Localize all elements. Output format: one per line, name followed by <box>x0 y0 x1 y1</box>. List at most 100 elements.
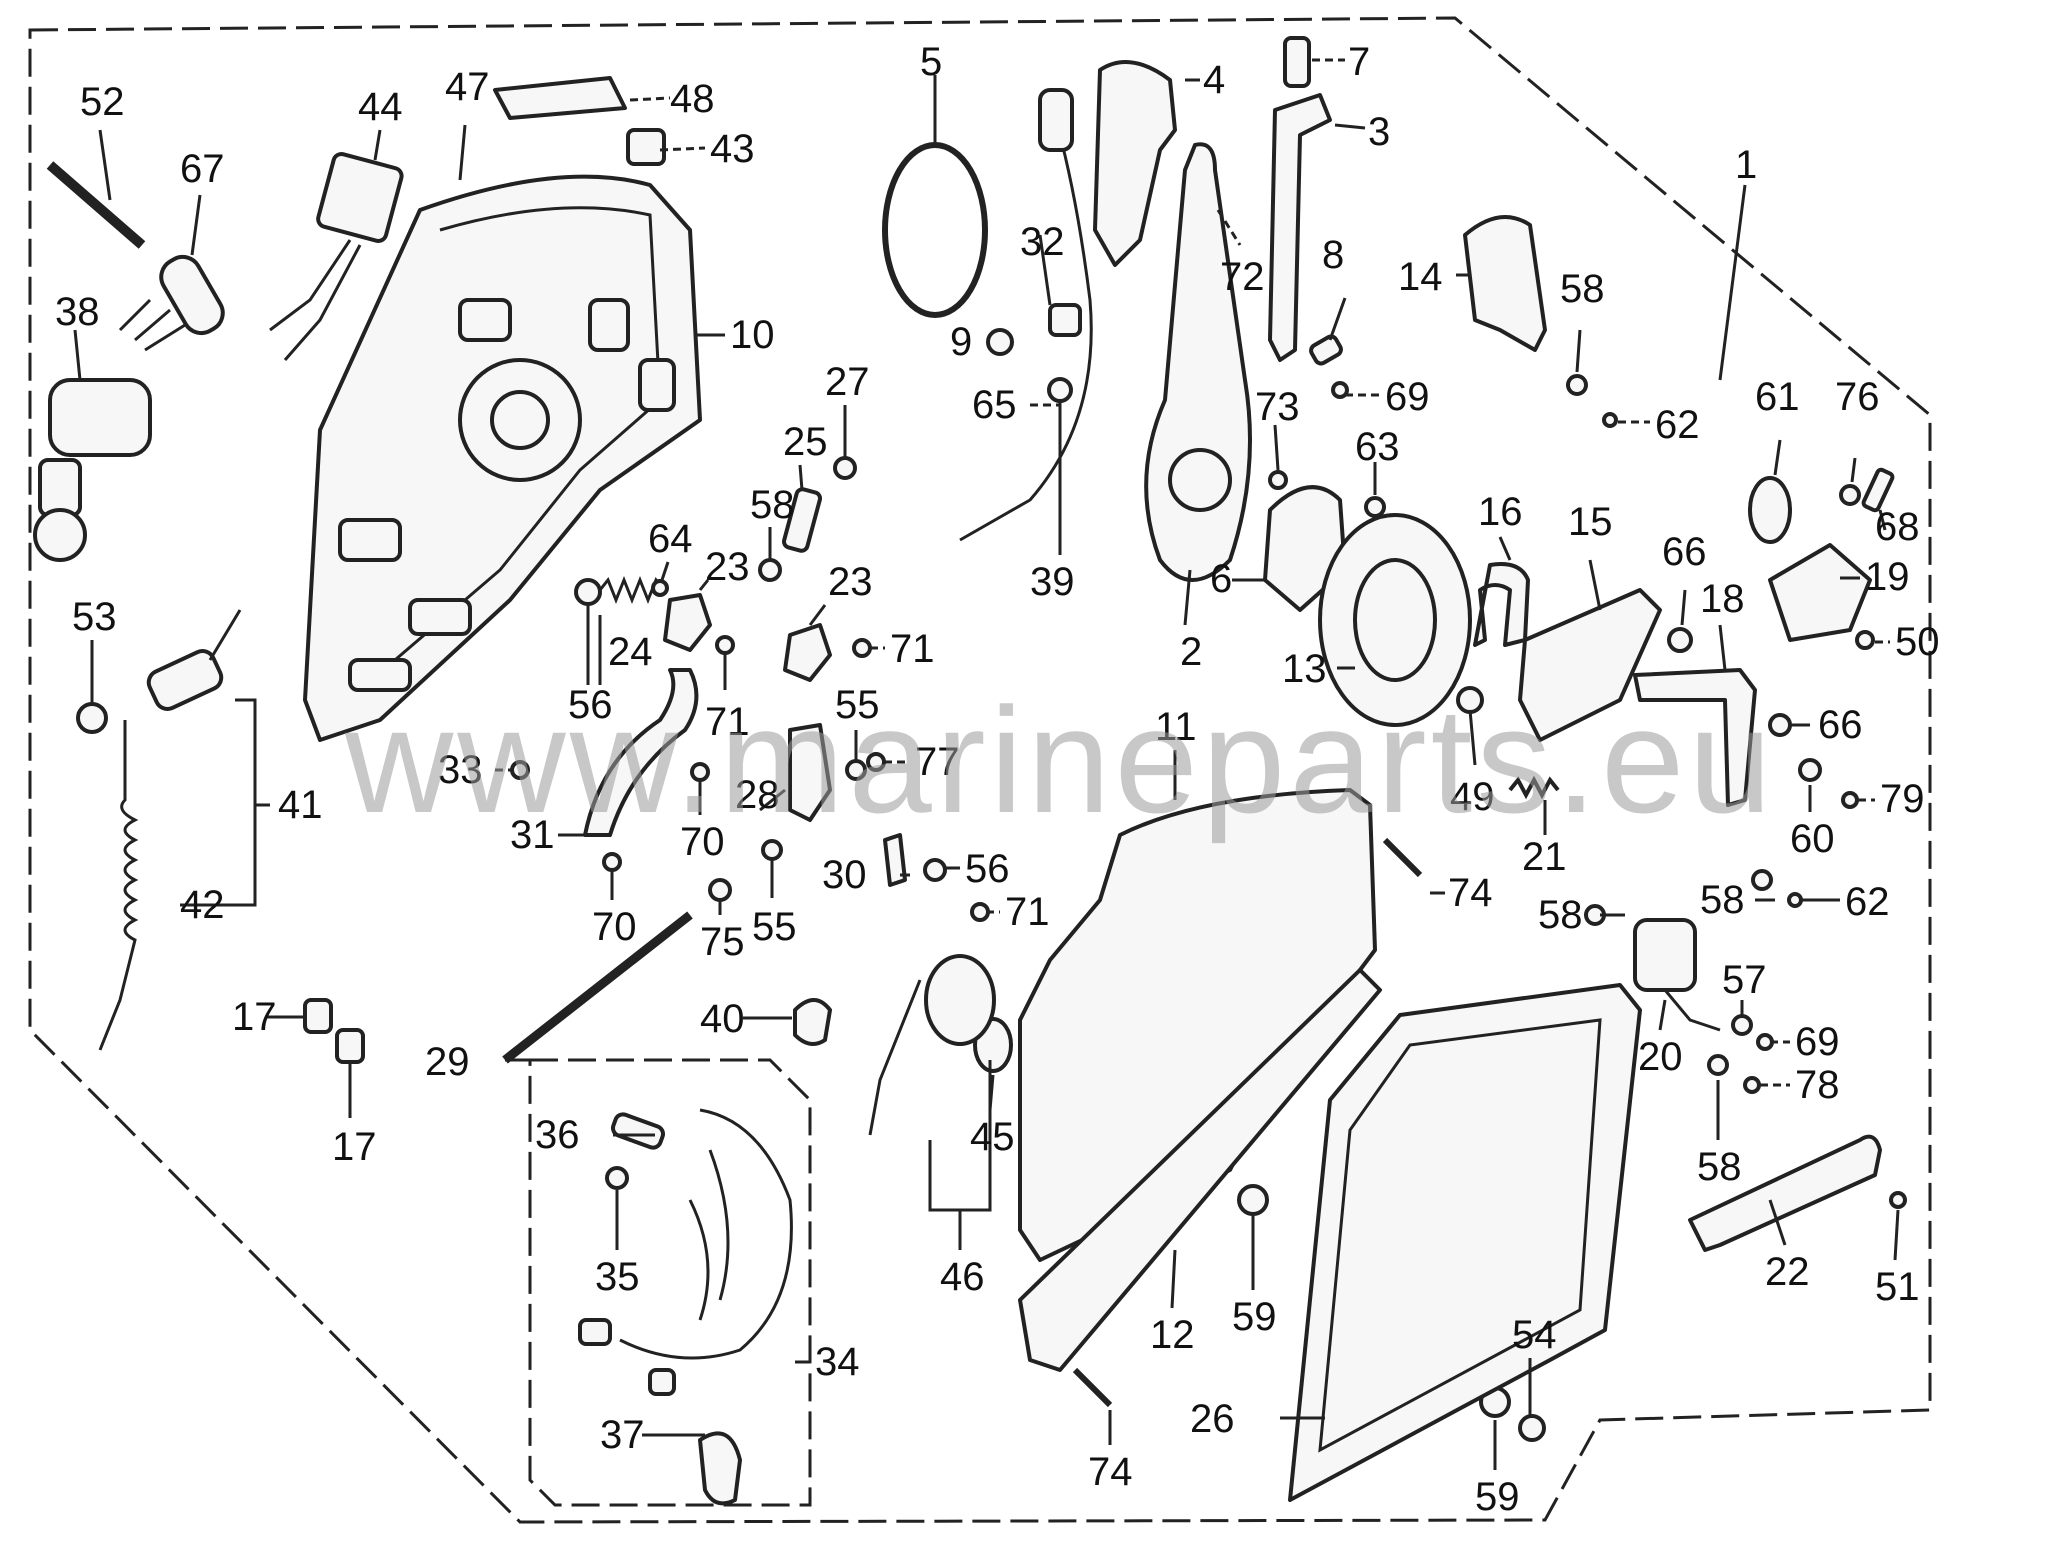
screw-62a <box>1602 412 1618 428</box>
callout-27: 27 <box>825 360 870 404</box>
callout-64: 64 <box>648 517 693 561</box>
lever-28 <box>788 723 832 822</box>
callout-30: 30 <box>822 853 867 897</box>
arm-3 <box>1268 93 1332 362</box>
callout-55b: 55 <box>752 905 797 949</box>
washer-58a <box>758 558 782 582</box>
callout-53: 53 <box>72 595 117 639</box>
callout-39: 39 <box>1030 560 1075 604</box>
callout-56a: 56 <box>568 683 613 727</box>
assembly-outline <box>28 16 1932 1524</box>
callout-71a: 71 <box>705 700 750 744</box>
callout-59a: 59 <box>1232 1295 1277 1339</box>
callout-69a: 69 <box>1385 375 1430 419</box>
washer-56a <box>574 578 602 606</box>
callout-10: 10 <box>730 313 775 357</box>
screw-51 <box>1889 1191 1907 1209</box>
callout-40: 40 <box>700 997 745 1041</box>
nut-27 <box>833 456 857 480</box>
callout-1: 1 <box>1735 143 1757 187</box>
callout-60: 60 <box>1790 817 1835 861</box>
ball-64 <box>651 579 669 597</box>
harness-34 <box>578 1108 793 1506</box>
washer-66a <box>1667 627 1693 653</box>
callout-5: 5 <box>920 40 942 84</box>
washer-55b <box>761 839 783 861</box>
screw-9 <box>986 328 1014 356</box>
control-housing-10 <box>303 174 702 742</box>
callout-58b: 58 <box>1700 878 1745 922</box>
callout-20: 20 <box>1638 1035 1683 1079</box>
clip-17a <box>303 998 333 1034</box>
callout-12: 12 <box>1150 1313 1195 1357</box>
callout-13: 13 <box>1282 647 1327 691</box>
lever-hub-2 <box>1168 448 1232 512</box>
sleeve-67 <box>159 254 225 336</box>
callout-35: 35 <box>595 1255 640 1299</box>
link-30 <box>883 833 907 887</box>
callout-33: 33 <box>438 748 483 792</box>
callout-58c: 58 <box>1538 893 1583 937</box>
callout-44: 44 <box>358 85 403 129</box>
callout-61: 61 <box>1755 375 1800 419</box>
callout-23b: 23 <box>828 560 873 604</box>
callout-28: 28 <box>735 773 780 817</box>
callout-70a: 70 <box>592 905 637 949</box>
detent-23b <box>783 623 832 682</box>
callout-8: 8 <box>1322 233 1344 277</box>
switch-20 <box>1633 918 1721 1032</box>
screw-70b <box>690 762 710 782</box>
callout-43: 43 <box>710 127 755 171</box>
callout-42: 42 <box>180 883 225 927</box>
gear-plate-13 <box>1318 513 1472 727</box>
washer-58e <box>1707 1054 1729 1076</box>
callout-77: 77 <box>915 740 960 784</box>
callout-76: 76 <box>1835 375 1880 419</box>
retaining-ring-5 <box>882 142 988 318</box>
callout-47: 47 <box>445 65 490 109</box>
callout-48: 48 <box>670 77 715 121</box>
callout-62b: 62 <box>1845 880 1890 924</box>
callout-29: 29 <box>425 1040 470 1084</box>
cover-plate-11 <box>1018 788 1377 1262</box>
bolt-52 <box>46 161 146 249</box>
callout-72: 72 <box>1220 255 1265 299</box>
bushing-32 <box>1048 303 1082 337</box>
plate-15 <box>1518 588 1662 742</box>
screw-65 <box>1047 377 1073 403</box>
washer-55a <box>845 759 867 781</box>
watermark: www.marineparts.eu <box>344 676 1776 844</box>
callout-46: 46 <box>940 1255 985 1299</box>
callout-63: 63 <box>1355 425 1400 469</box>
callout-56b: 56 <box>965 847 1010 891</box>
stop-switch-41 <box>146 609 242 711</box>
lever-arm-2 <box>1144 142 1252 582</box>
rod-31 <box>583 668 699 837</box>
lanyard-42 <box>98 720 139 1051</box>
rail-12 <box>1018 968 1382 1372</box>
callout-17a: 17 <box>232 995 277 1039</box>
callout-labels: 52 67 38 53 41 42 17 17 44 47 48 43 10 5… <box>55 40 1940 1519</box>
washer-53 <box>76 702 108 734</box>
callout-65: 65 <box>972 383 1017 427</box>
screw-74b <box>1072 1367 1113 1408</box>
screw-70a <box>602 852 622 872</box>
callout-66a: 66 <box>1662 530 1707 574</box>
screw-71b <box>852 638 872 658</box>
callout-68: 68 <box>1875 505 1920 549</box>
callout-18: 18 <box>1700 577 1745 621</box>
callout-70b: 70 <box>680 820 725 864</box>
washer-58c <box>1751 869 1773 891</box>
trim-switch-39 <box>1038 88 1074 152</box>
callout-51: 51 <box>1875 1265 1920 1309</box>
callout-24: 24 <box>608 630 653 674</box>
washer-58b <box>1566 374 1588 396</box>
screw-50 <box>1855 630 1875 650</box>
leader-lines <box>73 58 1900 1470</box>
grid-cover-26 <box>1288 983 1642 1502</box>
lever-18 <box>1633 668 1757 807</box>
callout-38: 38 <box>55 290 100 334</box>
callout-7: 7 <box>1348 40 1370 84</box>
callout-9: 9 <box>950 320 972 364</box>
clip-40 <box>793 998 832 1046</box>
